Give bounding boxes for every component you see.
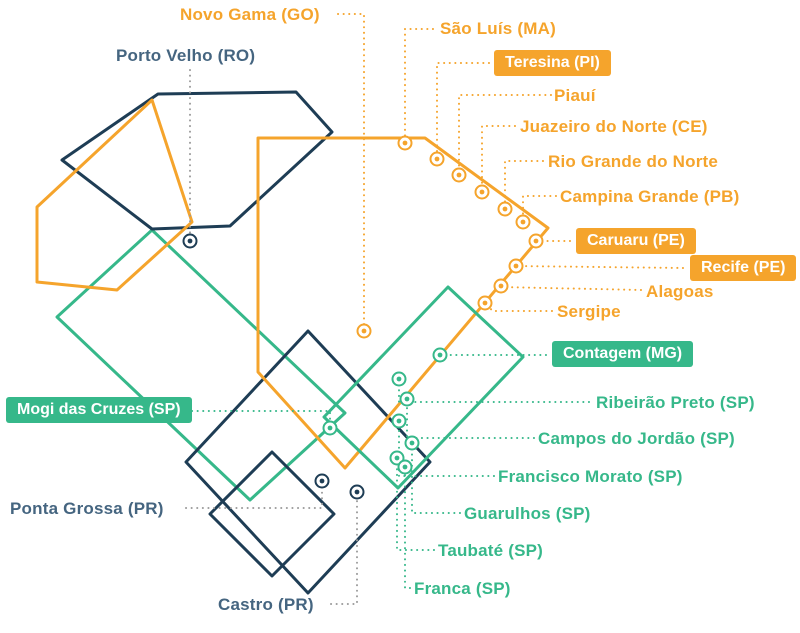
badge-recife: Recife (PE)	[690, 255, 797, 281]
marker-novo-gama	[356, 323, 372, 339]
marker-dot	[513, 263, 519, 269]
marker-dot	[396, 376, 402, 382]
badge-contagem: Contagem (MG)	[552, 341, 694, 367]
leader-sergipe	[484, 303, 553, 312]
badge-teresina: Teresina (PI)	[494, 50, 611, 76]
label-campos-do-jordao: Campos do Jordão (SP)	[538, 429, 735, 448]
marker-dot	[319, 478, 325, 484]
marker-dot	[533, 238, 539, 244]
marker-mogi-das-cruzes	[322, 420, 338, 436]
marker-ribeirao-preto	[391, 371, 407, 387]
marker-campina-grande	[515, 214, 531, 230]
leader-ribeirao-preto	[398, 378, 590, 403]
label-rio-grande-do-norte: Rio Grande do Norte	[548, 152, 719, 171]
marker-dot	[502, 206, 508, 212]
leader-recife	[515, 265, 684, 269]
badge-mogi-das-cruzes: Mogi das Cruzes (SP)	[6, 397, 192, 423]
marker-francisco-morato	[391, 413, 407, 429]
leader-mogi-das-cruzes	[191, 410, 331, 429]
label-sergipe: Sergipe	[557, 302, 621, 321]
marker-dot	[327, 425, 333, 431]
region-northeast-orange	[256, 136, 550, 470]
marker-contagem	[432, 347, 448, 363]
marker-ponta-grossa	[314, 473, 330, 489]
marker-dot	[402, 140, 408, 146]
leader-castro	[330, 491, 358, 605]
leader-teresina	[436, 62, 490, 160]
label-porto-velho: Porto Velho (RO)	[116, 46, 256, 65]
region-central-green	[55, 228, 347, 502]
region-north-navy	[60, 90, 334, 231]
leader-franca	[404, 466, 411, 589]
marker-sergipe	[477, 295, 493, 311]
badge-caruaru: Caruaru (PE)	[576, 228, 696, 254]
marker-dot	[402, 464, 408, 470]
marker-dot	[498, 283, 504, 289]
leader-campina-grande	[522, 195, 557, 223]
label-taubate: Taubaté (SP)	[438, 541, 544, 560]
marker-juazeiro-do-norte	[474, 184, 490, 200]
label-castro: Castro (PR)	[218, 595, 314, 614]
leader-alagoas	[500, 286, 642, 291]
label-novo-gama: Novo Gama (GO)	[180, 5, 320, 24]
marker-guarulhos	[404, 435, 420, 451]
region-south-navy-large	[184, 329, 432, 595]
marker-caruaru	[528, 233, 544, 249]
label-campina-grande: Campina Grande (PB)	[560, 187, 740, 206]
marker-dot	[187, 238, 193, 244]
marker-dot	[456, 172, 462, 178]
leader-francisco-morato	[398, 420, 495, 477]
marker-piaui	[451, 167, 467, 183]
marker-dot	[409, 440, 415, 446]
label-ponta-grossa: Ponta Grossa (PR)	[10, 499, 164, 518]
marker-campos-do-jordao	[399, 391, 415, 407]
marker-alagoas	[493, 278, 509, 294]
leader-juazeiro-do-norte	[481, 125, 516, 193]
leader-sao-luis	[404, 28, 434, 144]
marker-recife	[508, 258, 524, 274]
region-west-orange	[35, 98, 194, 292]
marker-sao-luis	[397, 135, 413, 151]
marker-porto-velho	[182, 233, 198, 249]
leader-novo-gama	[337, 13, 365, 332]
marker-dot	[479, 189, 485, 195]
marker-rio-grande-do-norte	[497, 201, 513, 217]
label-alagoas: Alagoas	[646, 282, 714, 301]
marker-dot	[482, 300, 488, 306]
leader-campos-do-jordao	[406, 398, 535, 439]
leader-ponta-grossa	[185, 480, 323, 509]
label-juazeiro-do-norte: Juazeiro do Norte (CE)	[520, 117, 708, 136]
marker-dot	[361, 328, 367, 334]
marker-franca	[397, 459, 413, 475]
marker-dot	[354, 489, 360, 495]
label-piaui: Piauí	[554, 86, 596, 105]
marker-dot	[396, 418, 402, 424]
marker-teresina	[429, 151, 445, 167]
region-south-navy-small	[208, 450, 336, 578]
marker-dot	[520, 219, 526, 225]
leader-guarulhos	[411, 442, 461, 514]
label-franca: Franca (SP)	[414, 579, 511, 598]
label-francisco-morato: Francisco Morato (SP)	[498, 467, 683, 486]
label-sao-luis: São Luís (MA)	[440, 19, 556, 38]
marker-dot	[404, 396, 410, 402]
leader-piaui	[458, 94, 552, 176]
marker-dot	[394, 455, 400, 461]
marker-dot	[434, 156, 440, 162]
marker-castro	[349, 484, 365, 500]
region-southeast-green	[322, 285, 525, 490]
label-guarulhos: Guarulhos (SP)	[464, 504, 591, 523]
label-ribeirao-preto: Ribeirão Preto (SP)	[596, 393, 755, 412]
marker-dot	[437, 352, 443, 358]
